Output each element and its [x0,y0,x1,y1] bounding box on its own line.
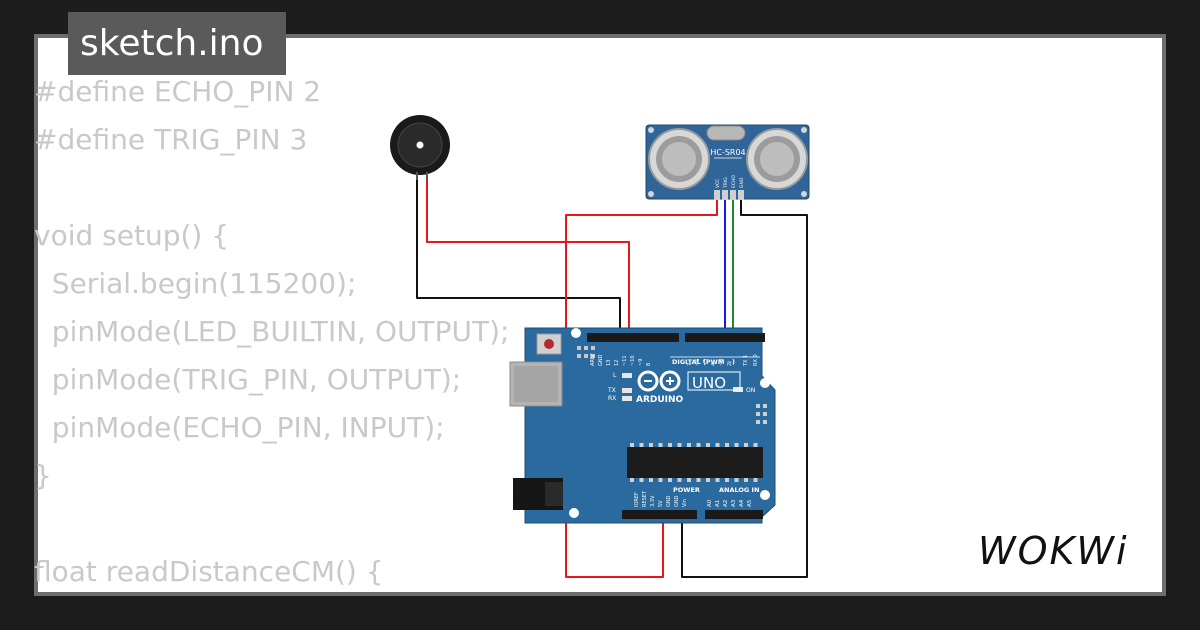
digital-label: DIGITAL (PWM ~) [672,358,735,366]
arduino-logo-icon [637,370,681,392]
power-pin-label: RESET [642,490,648,507]
analog-pin-label: A4 [739,499,745,507]
power-pin-label: 5V [658,500,664,507]
power-pin-label: GND [666,495,672,507]
code-line: pinMode(LED_BUILTIN, OUTPUT); [34,315,510,348]
digital-pin-label: ~5 [703,359,709,366]
wire-gnd [681,197,808,578]
rx-led [622,396,632,401]
buzzer[interactable] [390,115,450,188]
digital-pin-label: 8 [646,363,652,366]
microcontroller-chip [627,447,763,478]
wokwi-logo: WOKWi [978,529,1129,573]
digital-pin-label: 2 [727,363,733,366]
digital-pin-label: AREF [590,353,596,366]
digital-pin-label: ~6 [695,359,701,366]
pin-label-gnd: GND [739,177,745,188]
digital-pin-label: 7 [687,363,693,366]
board-model: UNO [692,374,726,392]
digital-pin-label: 13 [606,360,612,366]
transducer-right [746,128,808,190]
code-line: } [34,459,52,492]
l-led-label: L [613,372,617,379]
power-pin-label: Vin [682,499,688,507]
analog-pin-label: A2 [723,500,729,507]
transducer-left [648,128,710,190]
pin-label-vcc: VCC [715,179,721,188]
wokwi-logo-text: WOKWi [978,529,1129,573]
sensor-label: HC-SR04 [710,148,745,157]
code-line: void setup() { [34,219,230,252]
tx-led [622,388,632,393]
ultrasonic-sensor[interactable]: HC-SR04 VCC TRIG ECHO GND [645,124,810,200]
power-pin-label: IOREF [634,492,640,507]
digital-pin-label: RX 0 [753,354,759,366]
code-line: #define TRIG_PIN 3 [34,123,308,156]
board-logo-text: ARDUINO [636,395,684,405]
sensor-pin-labels: VCC TRIG ECHO GND [715,175,745,189]
power-label: POWER [673,486,700,494]
sensor-pins [714,190,744,200]
digital-pin-label: 12 [614,360,620,366]
digital-pin-label: TX 1 [743,355,749,367]
analog-pin-label: A0 [707,499,713,507]
pin-label-trig: TRIG [723,177,729,189]
file-title: sketch.ino [68,12,286,75]
code-line: Serial.begin(115200); [34,267,357,300]
analog-pin-label: A1 [715,500,721,507]
power-header [622,510,763,519]
code-line: pinMode(ECHO_PIN, INPUT); [34,411,445,444]
digital-pin-label: ~10 [630,355,636,366]
code-editor: #define ECHO_PIN 2 #define TRIG_PIN 3 void… [34,68,509,596]
digital-pin-label: ~3 [719,359,725,366]
digital-pin-label: ~11 [622,355,628,366]
wire-buzzer-signal [426,180,630,338]
digital-pin-label: GND [598,354,604,366]
wire-buzzer-gnd [416,180,621,338]
digital-pin-label: 4 [711,363,717,366]
analog-pin-label: A3 [731,499,737,507]
code-line: float readDistanceCM() { [34,555,384,588]
power-pin-label: 3.3V [650,495,656,507]
pin-label-echo: ECHO [731,175,737,188]
analog-pin-label: A5 [747,499,753,507]
analog-label: ANALOG IN [719,486,759,494]
digital-pin-label: ~9 [638,359,644,366]
code-line: pinMode(TRIG_PIN, OUTPUT); [34,363,462,396]
power-pin-label: GND [674,495,680,507]
code-line: #define ECHO_PIN 2 [34,75,322,108]
digital-header [587,333,765,342]
l-led [622,373,632,378]
rx-led-label: RX [608,395,616,402]
on-led-label: ON [746,387,755,394]
tx-led-label: TX [607,387,616,394]
